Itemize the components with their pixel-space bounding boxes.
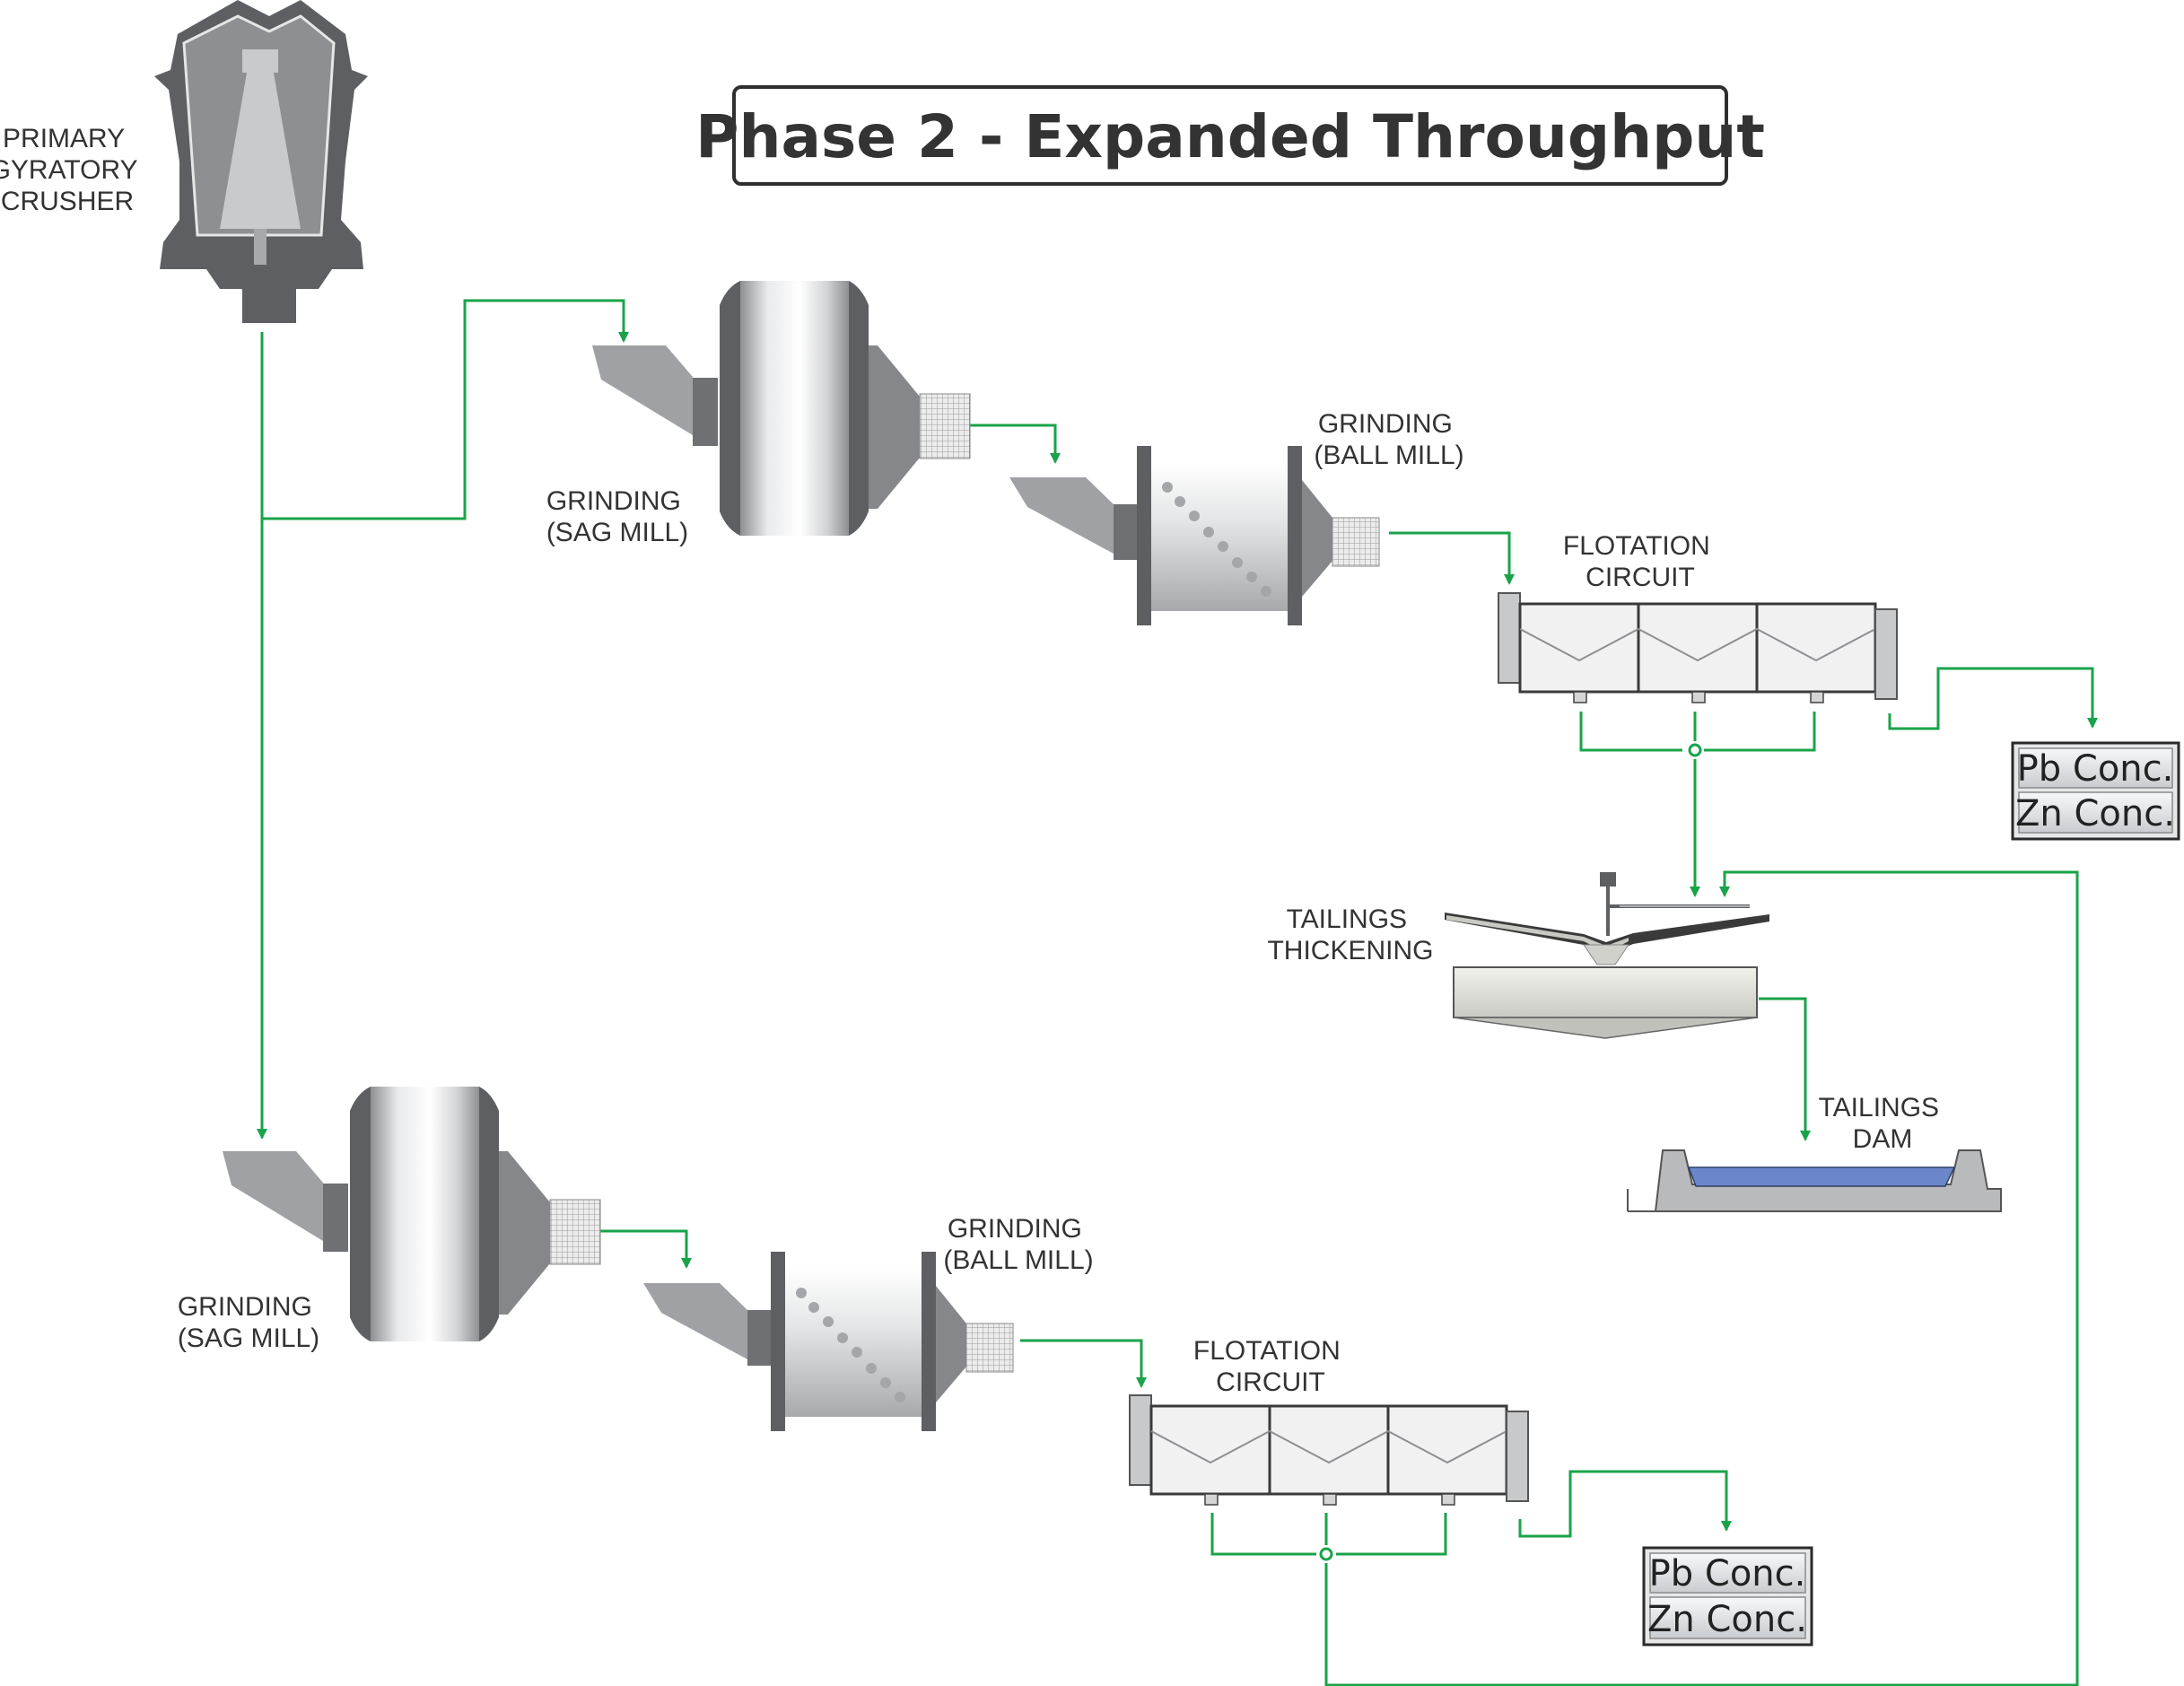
- gyratory-crusher-icon: [154, 0, 368, 323]
- flotation-cells-icon: [1497, 591, 1899, 704]
- line1-ball-mill-label: GRINDING (BALL MILL): [1314, 409, 1463, 470]
- title-box: Phase 2 - Expanded Throughput: [695, 85, 1765, 186]
- zn-concentrate-label: Zn Conc.: [1647, 1599, 1807, 1640]
- thickener-icon: [1445, 872, 1769, 1039]
- pb-concentrate-label: Pb Conc.: [1649, 1553, 1806, 1594]
- zn-concentrate-label: Zn Conc.: [2015, 793, 2175, 834]
- line2-ball-mill-label: GRINDING (BALL MILL): [943, 1214, 1093, 1275]
- crusher-label: PRIMARY GYRATORY CRUSHER: [0, 124, 144, 216]
- tailings-dam-label: TAILINGS DAM: [1819, 1093, 1947, 1154]
- diagram-title: Phase 2 - Expanded Throughput: [695, 102, 1765, 171]
- thickener-label: TAILINGS THICKENING: [1267, 904, 1433, 965]
- ball-mill-icon: [642, 1251, 1014, 1432]
- line2-concentrate-box: Pb Conc. Zn Conc.: [1642, 1546, 1813, 1647]
- line2-sag-mill-label: GRINDING (SAG MILL): [178, 1292, 319, 1353]
- flotation-cells-icon: [1128, 1393, 1530, 1507]
- tailings-dam-icon: [1627, 1149, 2002, 1212]
- line2-flotation-label: FLOTATION CIRCUIT: [1193, 1336, 1348, 1397]
- ball-mill-icon: [1009, 445, 1380, 626]
- flow-lines: [257, 299, 2098, 1686]
- line1-sag-mill-label: GRINDING (SAG MILL): [546, 486, 688, 547]
- pb-concentrate-label: Pb Conc.: [2017, 748, 2174, 790]
- line1-concentrate-box: Pb Conc. Zn Conc.: [2011, 741, 2180, 841]
- line1-flotation-label: FLOTATION CIRCUIT: [1563, 531, 1717, 592]
